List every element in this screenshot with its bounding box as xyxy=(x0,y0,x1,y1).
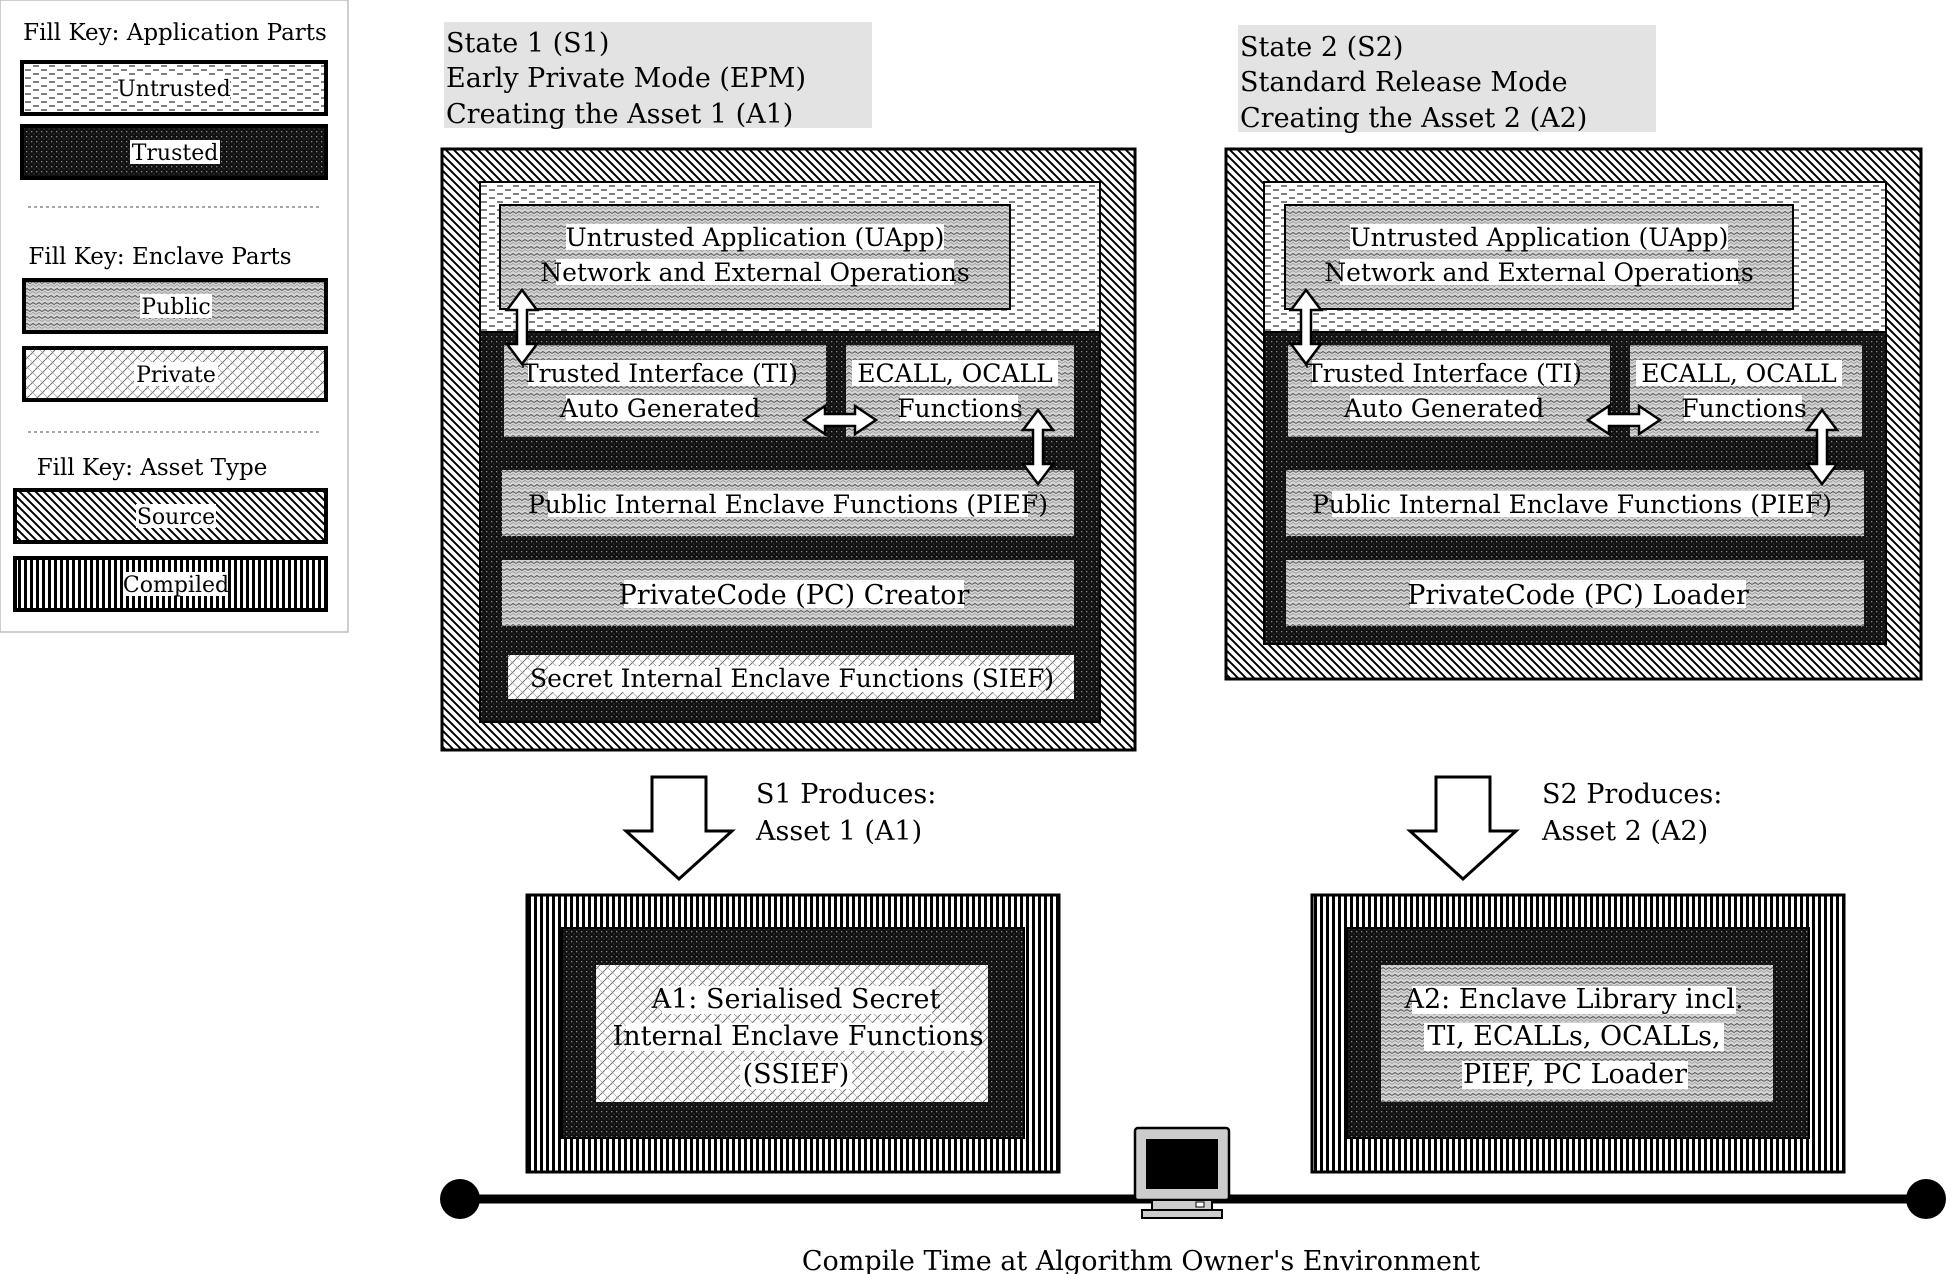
state1-ecall-line1: ECALL, OCALL xyxy=(857,359,1052,388)
state2-produces-line2: Asset 2 (A2) xyxy=(1541,816,1708,847)
timeline-start-dot xyxy=(440,1179,480,1219)
legend-source-label: Source xyxy=(137,505,215,530)
legend-trusted-label: Trusted xyxy=(132,141,219,166)
state2-pc-label: PrivateCode (PC) Loader xyxy=(1407,580,1749,611)
legend-application-title: Fill Key: Application Parts xyxy=(23,20,327,46)
asset1: A1: Serialised Secret Internal Enclave F… xyxy=(525,893,1061,1174)
state2-uapp-ti-arrow-icon xyxy=(1288,287,1324,367)
state2-ecall-line1: ECALL, OCALL xyxy=(1641,359,1836,388)
legend-private-label: Private xyxy=(136,363,216,388)
state2-header-line2: Standard Release Mode xyxy=(1240,67,1568,98)
state1-pc-label: PrivateCode (PC) Creator xyxy=(619,580,970,611)
legend: Fill Key: Application Parts Untrusted Tr… xyxy=(0,0,349,633)
state1-ti-ecall-arrow-icon xyxy=(801,403,879,437)
state1-pief-label: Public Internal Enclave Functions (PIEF) xyxy=(528,490,1048,519)
state1-uapp-box xyxy=(499,204,1011,310)
asset2-line2: TI, ECALLs, OCALLs, xyxy=(1427,1021,1720,1052)
timeline: Compile Time at Algorithm Owner's Enviro… xyxy=(440,1126,1946,1274)
asset1-line2: Internal Enclave Functions xyxy=(613,1021,984,1052)
asset1-line3: (SSIEF) xyxy=(743,1059,850,1090)
state2-uapp-line1: Untrusted Application (UApp) xyxy=(1350,223,1729,252)
state1-produces-line2: Asset 1 (A1) xyxy=(755,816,922,847)
state1-header-line3: Creating the Asset 1 (A1) xyxy=(446,99,793,130)
timeline-end-dot xyxy=(1906,1179,1946,1219)
state2-header-bg xyxy=(1238,25,1656,132)
state2-ecall-pief-arrow-icon xyxy=(1804,407,1840,487)
state1-down-arrow-icon xyxy=(622,775,736,882)
state1-sief-label: Secret Internal Enclave Functions (SIEF) xyxy=(530,664,1054,693)
state2-header-line3: Creating the Asset 2 (A2) xyxy=(1240,103,1587,134)
computer-monitor-icon xyxy=(1133,1126,1231,1219)
legend-public-label: Public xyxy=(141,295,210,320)
legend-asset-title: Fill Key: Asset Type xyxy=(37,455,268,481)
state1-ecall-pief-arrow-icon xyxy=(1020,407,1056,487)
asset2-line1: A2: Enclave Library incl. xyxy=(1403,984,1743,1015)
state2-ti-ecall-arrow-icon xyxy=(1585,403,1663,437)
state1-header-bg xyxy=(444,22,872,128)
state1-uapp-line1: Untrusted Application (UApp) xyxy=(566,223,945,252)
state1-ti-line1: Trusted Interface (TI) xyxy=(522,359,798,388)
asset2-line3: PIEF, PC Loader xyxy=(1463,1059,1687,1090)
state2-ecall-line2: Functions xyxy=(1681,394,1807,423)
legend-untrusted-label: Untrusted xyxy=(117,77,230,102)
state2-produces: S2 Produces: Asset 2 (A2) xyxy=(1406,775,1722,882)
state1-uapp-ti-arrow-icon xyxy=(504,287,540,367)
state1-uapp-line2: Network and External Operations xyxy=(540,258,969,287)
state2-produces-line1: S2 Produces: xyxy=(1542,779,1722,810)
state1-ti-line2: Auto Generated xyxy=(559,394,761,423)
state2-uapp-line2: Network and External Operations xyxy=(1324,258,1753,287)
state2-uapp-box xyxy=(1284,204,1794,310)
state2-header-line1: State 2 (S2) xyxy=(1240,32,1403,63)
state2-down-arrow-icon xyxy=(1406,775,1520,882)
state2-panel: State 2 (S2) Standard Release Mode Creat… xyxy=(1224,25,1923,681)
state1-produces: S1 Produces: Asset 1 (A1) xyxy=(622,775,936,882)
state1-panel: State 1 (S1) Early Private Mode (EPM) Cr… xyxy=(440,22,1137,752)
legend-private-swatch xyxy=(22,346,328,402)
legend-enclave-title: Fill Key: Enclave Parts xyxy=(28,244,291,270)
state1-header-line2: Early Private Mode (EPM) xyxy=(446,63,806,94)
timeline-caption: Compile Time at Algorithm Owner's Enviro… xyxy=(802,1246,1480,1274)
state2-ti-line1: Trusted Interface (TI) xyxy=(1306,359,1582,388)
state1-ecall-line2: Functions xyxy=(897,394,1023,423)
state2-ti-line2: Auto Generated xyxy=(1343,394,1545,423)
state1-header-line1: State 1 (S1) xyxy=(446,28,609,59)
asset2: A2: Enclave Library incl. TI, ECALLs, OC… xyxy=(1310,893,1846,1174)
state2-pief-label: Public Internal Enclave Functions (PIEF) xyxy=(1312,490,1832,519)
asset1-line1: A1: Serialised Secret xyxy=(651,984,941,1015)
state1-produces-line1: S1 Produces: xyxy=(756,779,936,810)
legend-compiled-label: Compiled xyxy=(123,573,229,598)
